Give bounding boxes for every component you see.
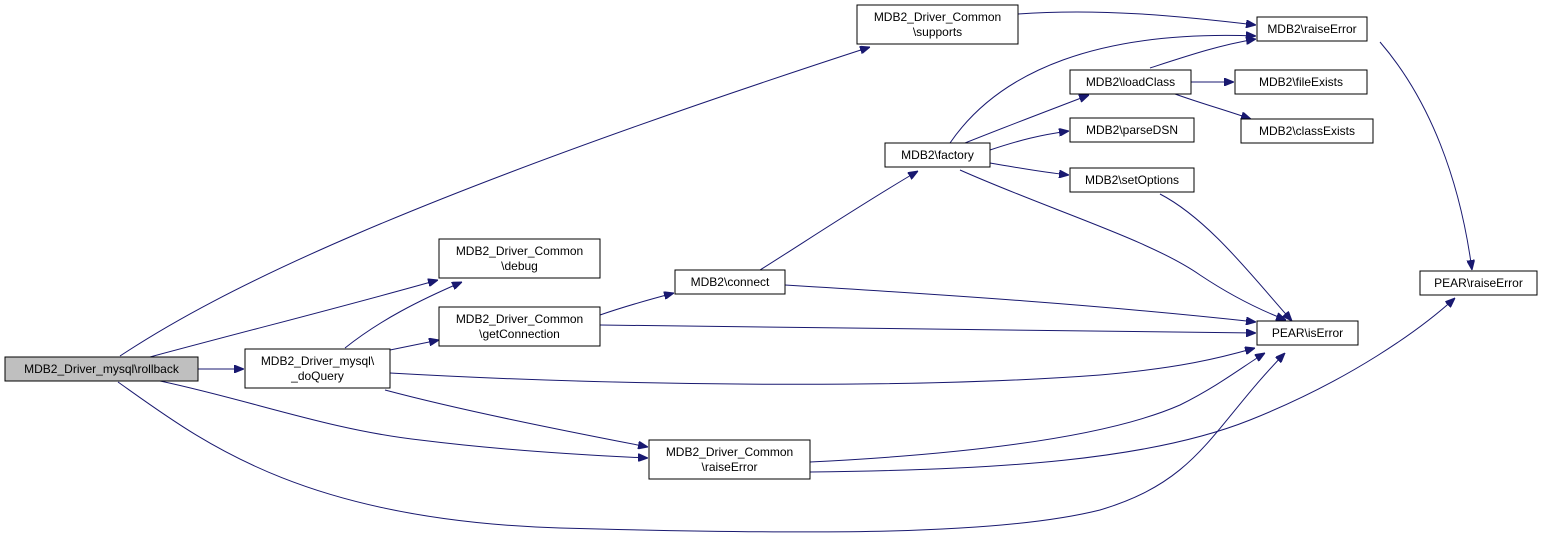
node-label: MDB2_Driver_Common [874, 10, 1001, 24]
node-label: \supports [913, 25, 962, 39]
edge-connect-iserror [784, 284, 1256, 322]
node-rollback[interactable]: MDB2_Driver_mysql\rollback [4, 356, 199, 382]
edge-getconnection-connect [599, 293, 674, 316]
edge-factory-mdb2-raiseerror [949, 35, 1256, 144]
node-label: MDB2_Driver_mysql\ [261, 354, 375, 368]
edges-layer [117, 11, 1472, 533]
edge-loadclass-classexists [1174, 93, 1251, 119]
edge-doquery-iserror [389, 348, 1255, 385]
edge-mdb2-raiseerror-pear-raiseerror [1379, 41, 1472, 270]
node-label: MDB2\loadClass [1086, 75, 1175, 89]
node-label: MDB2_Driver_Common [456, 244, 583, 258]
edge-doquery-common-raiseerror [384, 389, 648, 447]
edge-loadclass-mdb2-raiseerror [1149, 39, 1256, 69]
nodes-layer: MDB2_Driver_mysql\rollback MDB2_Driver_C… [4, 4, 1538, 480]
node-label: MDB2\setOptions [1085, 173, 1179, 187]
node-label: MDB2\classExists [1259, 124, 1355, 138]
edge-rollback-debug [149, 280, 438, 358]
edge-rollback-common-raiseerror [159, 380, 648, 458]
node-common-raiseerror[interactable]: MDB2_Driver_Common \raiseError [648, 439, 811, 480]
node-label: MDB2\factory [901, 148, 974, 162]
node-setoptions[interactable]: MDB2\setOptions [1069, 167, 1195, 193]
node-supports[interactable]: MDB2_Driver_Common \supports [856, 4, 1019, 45]
node-label: MDB2_Driver_Common [456, 312, 583, 326]
edge-common-raiseerror-pear-raiseerror [809, 298, 1455, 473]
node-factory[interactable]: MDB2\factory [884, 142, 991, 168]
node-fileexists[interactable]: MDB2\fileExists [1234, 69, 1368, 95]
node-iserror[interactable]: PEAR\isError [1256, 320, 1359, 346]
edge-factory-iserror [959, 169, 1286, 320]
edge-doquery-getconnection [389, 340, 439, 351]
node-loadclass[interactable]: MDB2\loadClass [1069, 69, 1192, 95]
edge-factory-parsedsn [989, 131, 1069, 151]
edge-factory-loadclass [964, 95, 1089, 144]
node-label: _doQuery [290, 369, 344, 383]
node-doquery[interactable]: MDB2_Driver_mysql\ _doQuery [244, 348, 391, 389]
node-label: MDB2\parseDSN [1086, 123, 1178, 137]
node-classexists[interactable]: MDB2\classExists [1240, 118, 1374, 144]
edge-doquery-debug [344, 282, 462, 349]
edge-rollback-iserror [117, 353, 1285, 533]
node-label: MDB2\raiseError [1267, 22, 1356, 36]
edge-getconnection-iserror [599, 324, 1256, 333]
node-connect[interactable]: MDB2\connect [674, 269, 786, 295]
node-getconnection[interactable]: MDB2_Driver_Common \getConnection [438, 306, 601, 347]
node-mdb2-raiseerror[interactable]: MDB2\raiseError [1256, 16, 1368, 42]
node-label: MDB2_Driver_mysql\rollback [24, 362, 180, 376]
edge-rollback-supports [119, 47, 870, 357]
node-label: PEAR\isError [1272, 326, 1343, 340]
node-label: MDB2_Driver_Common [666, 445, 793, 459]
node-pear-raiseerror[interactable]: PEAR\raiseError [1419, 270, 1538, 296]
edge-setoptions-iserror [1159, 193, 1292, 321]
node-label: \debug [501, 259, 538, 273]
node-parsedsn[interactable]: MDB2\parseDSN [1069, 117, 1195, 143]
node-debug[interactable]: MDB2_Driver_Common \debug [438, 238, 601, 279]
edge-factory-setoptions [989, 162, 1069, 175]
edge-supports-mdb2-raiseerror [1017, 11, 1256, 25]
edge-common-raiseerror-iserror [809, 353, 1265, 463]
edge-connect-factory [759, 171, 918, 271]
node-label: MDB2\connect [691, 275, 770, 289]
node-label: \raiseError [701, 460, 757, 474]
node-label: MDB2\fileExists [1259, 75, 1343, 89]
node-label: PEAR\raiseError [1434, 276, 1523, 290]
node-label: \getConnection [479, 327, 560, 341]
